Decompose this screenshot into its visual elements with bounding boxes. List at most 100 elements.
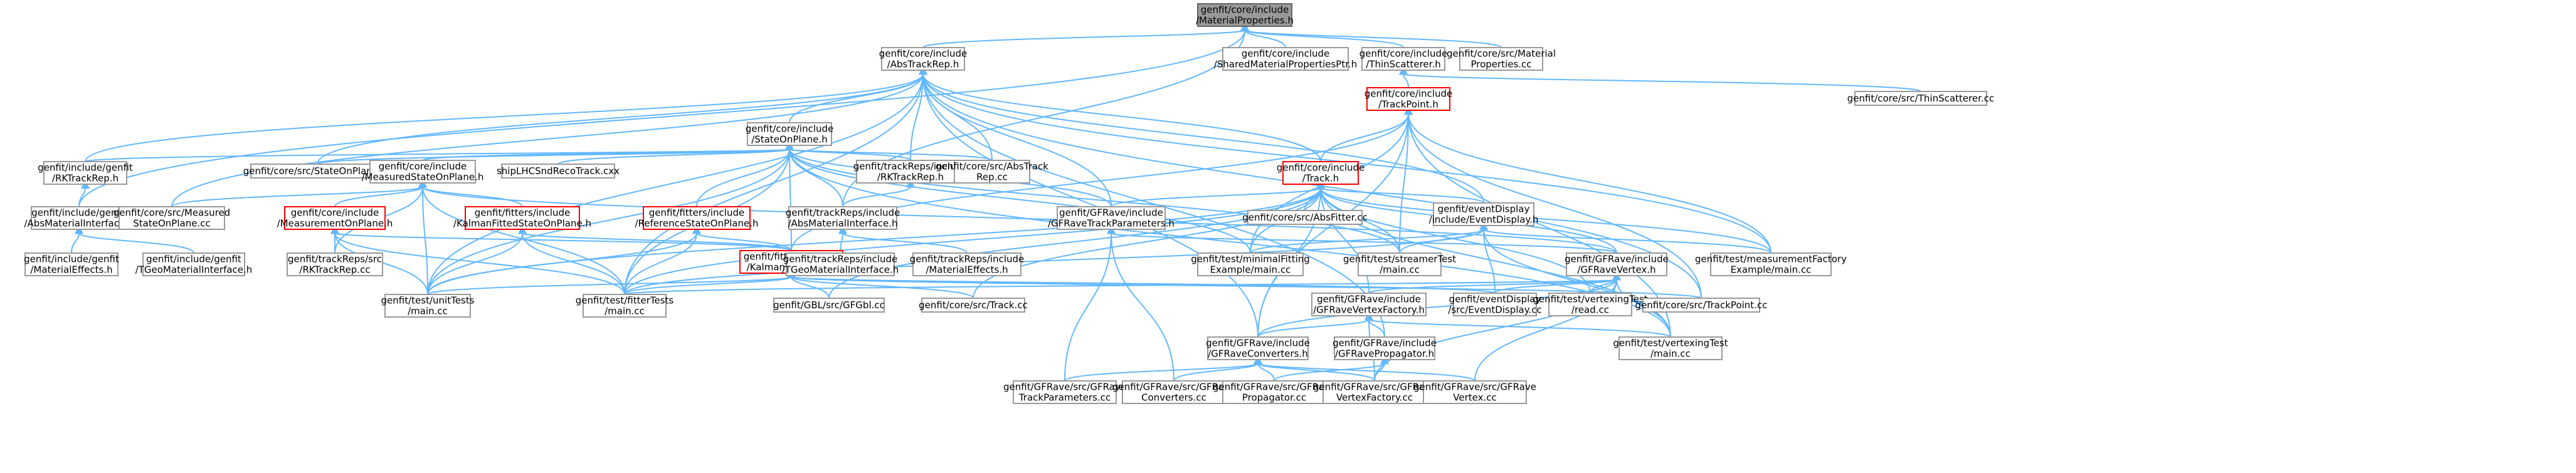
file-node-kfsop[interactable]: genfit/fitters/include/KalmanFittedState… [453,206,591,230]
file-node-refsop[interactable]: genfit/fitters/include/ReferenceStateOnP… [635,206,759,230]
node-label-line: genfit/core/include [1365,88,1453,100]
dependency-edge [78,22,1249,207]
node-box [287,252,383,276]
dependency-edge [1399,66,1409,88]
dependency-edge [922,22,1249,48]
file-node-gfravetpcc[interactable]: genfit/GFRave/src/GFRaveTrackParameters.… [1003,380,1126,404]
dependency-edge [624,271,1621,295]
file-node-tgeomatif_genfit[interactable]: genfit/include/genfit/TGeoMaterialInterf… [135,252,253,276]
node-box [1423,380,1527,404]
file-node-measuredsopcc[interactable]: genfit/core/src/MeasuredStateOnPlane.cc [113,206,230,230]
file-node-eventdisplaycc[interactable]: genfit/eventDisplay/src/EventDisplay.cc [1448,293,1542,316]
node-label-line: /main.cc [604,306,645,317]
node-label-line: genfit/core/include [879,48,968,60]
file-node-track[interactable]: genfit/core/include/Track.h [1277,161,1365,185]
node-label-line: TrackParameters.cc [1018,392,1111,403]
dependency-edge [828,180,1325,299]
file-node-gfraveconvcc[interactable]: genfit/GFRave/src/GFRaveConverters.cc [1112,380,1235,404]
file-node-measurementsop[interactable]: genfit/core/include/MeasurementOnPlane.h [277,206,393,230]
node-label-line: Example/main.cc [1731,264,1812,276]
node-label-line: genfit/GFRave/src/GFRave [1213,382,1336,393]
file-node-gfgbl[interactable]: genfit/GBL/src/GFGbl.cc [773,298,885,313]
dependency-edge [919,66,1112,207]
dependency-edge [1368,271,1621,294]
file-node-measfactory[interactable]: genfit/test/measurementFactoryExample/ma… [1695,252,1847,276]
dependency-edge [785,141,794,251]
node-label-line: /MaterialEffects.h [30,264,112,276]
node-label-line: genfit/core/include [1359,48,1448,60]
file-node-unittests[interactable]: genfit/test/unitTests/main.cc [381,294,475,318]
file-node-absreprep[interactable]: genfit/core/src/AbsTrackRep.cc [936,160,1048,184]
file-node-vtxread[interactable]: genfit/test/vertexingTest/read.cc [1533,293,1648,316]
dependency-edge [1404,106,1771,254]
node-label-line: genfit/fitters/include [475,207,570,219]
file-node-gfravevertexcc[interactable]: genfit/GFRave/src/GFRaveVertex.cc [1413,380,1536,404]
file-node-tgeomatif_inc[interactable]: genfit/trackReps/include/TGeoMaterialInt… [782,252,899,276]
file-node-thinscatcc[interactable]: genfit/core/src/ThinScatterer.cc [1847,91,1995,106]
node-box [284,206,386,230]
file-node-vtxmain[interactable]: genfit/test/vertexingTest/main.cc [1613,336,1728,360]
node-label-line: /main.cc [408,306,448,317]
dependency-edge [518,225,792,251]
file-node-minimalfit[interactable]: genfit/test/minimalFittingExample/main.c… [1191,252,1310,276]
file-node-fittertests[interactable]: genfit/test/fitterTests/main.cc [576,294,674,318]
node-box [1710,252,1832,276]
file-node-eventdisplay[interactable]: genfit/eventDisplay/include/EventDisplay… [1429,202,1539,226]
node-label-line: /RKTrackRep.h [877,172,944,183]
node-label-line: genfit/test/fitterTests [576,295,674,306]
file-node-measuredsop[interactable]: genfit/core/include/MeasuredStateOnPlane… [362,160,484,184]
file-node-gfravevfcc[interactable]: genfit/GFRave/src/GFRaveVertexFactory.cc [1313,380,1436,404]
node-label-line: genfit/core/include [379,161,467,172]
file-node-matprops[interactable]: genfit/core/src/MaterialProperties.cc [1447,47,1556,71]
file-node-shiplhc[interactable]: shipLHCSndRecoTrack.cxx [497,164,620,179]
dependency-edge [919,66,1321,162]
file-node-trackpointcc[interactable]: genfit/core/src/TrackPoint.cc [1635,298,1768,313]
dependency-edge [1107,225,1617,254]
file-node-gfraveconv[interactable]: genfit/GFRave/include/GFRaveConverters.h [1206,336,1310,360]
file-node-gfravevf[interactable]: genfit/GFRave/include/GFRaveVertexFactor… [1311,293,1427,316]
file-node-stateonplane[interactable]: genfit/core/include/StateOnPlane.h [746,122,834,146]
file-node-gfravevertex[interactable]: genfit/GFRave/include/GFRaveVertex.h [1565,252,1669,276]
node-box [1322,380,1427,404]
dependency-edge [1365,311,1671,338]
node-box [1854,91,1987,106]
node-label-line: /AbsMaterialInterface.h [24,218,134,229]
file-node-rkrep_inc[interactable]: genfit/trackReps/include/RKTrackRep.h [853,160,968,184]
file-node-absfitter[interactable]: genfit/core/src/AbsFitter.cc [1242,210,1368,225]
node-label-line: genfit/GBL/src/GFGbl.cc [773,299,885,311]
dependency-edge [418,179,428,295]
dependency-edge [1404,106,1702,299]
file-node-stateonplanecc[interactable]: genfit/core/src/StateOnPlane.cc [243,164,392,179]
node-label-line: genfit/core/src/ThinScatterer.cc [1847,93,1995,104]
node-label-line: /StateOnPlane.h [751,134,828,145]
file-node-absmatif_genfit[interactable]: genfit/include/genfit/AbsMaterialInterfa… [24,206,134,230]
node-label-line: genfit/core/include [746,123,834,135]
file-node-root[interactable]: genfit/core/include/MaterialProperties.h [1196,3,1294,27]
file-node-rktrackrepcc[interactable]: genfit/trackReps/src/RKTrackRep.cc [287,252,383,276]
file-node-trackpoint[interactable]: genfit/core/include/TrackPoint.h [1365,87,1453,111]
node-label-line: genfit/core/src/StateOnPlane.cc [243,165,392,177]
dependency-edge [1257,271,1621,338]
file-node-sharedmat[interactable]: genfit/core/include/SharedMaterialProper… [1214,47,1358,71]
node-label-line: genfit/include/genfit [24,254,119,265]
file-node-gfravetp[interactable]: genfit/GFRave/include/GFRaveTrackParamet… [1048,206,1175,230]
file-node-absmatif_inc[interactable]: genfit/trackReps/include/AbsMaterialInte… [786,206,900,230]
dependency-edge [317,66,927,165]
file-node-streamer[interactable]: genfit/test/streamerTest/main.cc [1343,252,1456,276]
file-node-gfravepropcc[interactable]: genfit/GFRave/src/GFRavePropagator.cc [1213,380,1336,404]
node-label-line: /AbsTrackRep.h [887,59,959,70]
file-node-absrep[interactable]: genfit/core/include/AbsTrackRep.h [879,47,968,71]
file-node-thinscat[interactable]: genfit/core/include/ThinScatterer.h [1359,47,1448,71]
file-nodes: genfit/core/include/MaterialProperties.h… [24,3,1995,404]
node-label-line: VertexFactory.cc [1336,392,1413,403]
node-label-line: genfit/include/genfit [38,162,133,174]
file-node-mateffects_inc[interactable]: genfit/trackReps/include/MaterialEffects… [910,252,1025,276]
file-node-trackcc[interactable]: genfit/core/src/Track.cc [919,298,1028,313]
file-node-gfraveprop[interactable]: genfit/GFRave/include/GFRavePropagator.h [1333,336,1437,360]
node-label-line: genfit/eventDisplay [1438,204,1530,215]
dependency-edge [330,225,625,295]
file-node-mateffects_genfit[interactable]: genfit/include/genfit/MaterialEffects.h [24,252,119,276]
file-node-rkrep_genfit[interactable]: genfit/include/genfit/RKTrackRep.h [38,161,133,185]
dependency-edge [1494,271,1621,294]
node-label-line: genfit/test/streamerTest [1343,254,1456,265]
